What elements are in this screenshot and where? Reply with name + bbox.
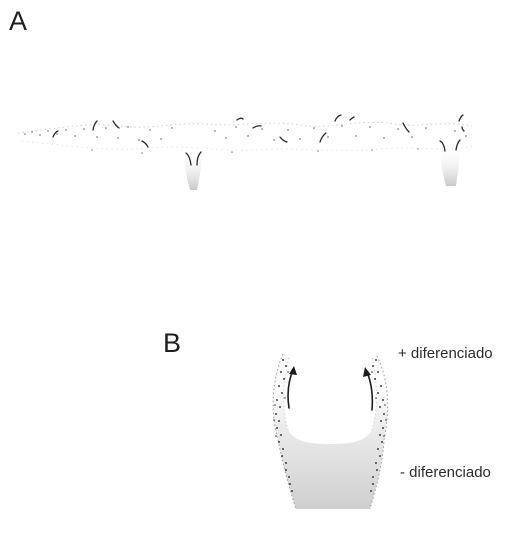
crypt-bud-1 <box>184 148 202 190</box>
crypt-bud-2 <box>440 140 460 186</box>
panel-a-label: A <box>9 8 27 35</box>
arrow-left <box>288 366 297 408</box>
arrow-right <box>363 367 372 410</box>
less-differentiated-label: - diferenciado <box>400 465 491 480</box>
more-differentiated-label: + diferenciado <box>398 346 493 361</box>
tissue-strip-lower <box>22 141 472 150</box>
panel-b-label: B <box>163 330 181 357</box>
villus-marks-a <box>53 115 464 147</box>
panel-b-diagram <box>273 354 388 509</box>
panel-a-diagram <box>18 115 472 190</box>
cell-dots-a <box>24 125 467 154</box>
